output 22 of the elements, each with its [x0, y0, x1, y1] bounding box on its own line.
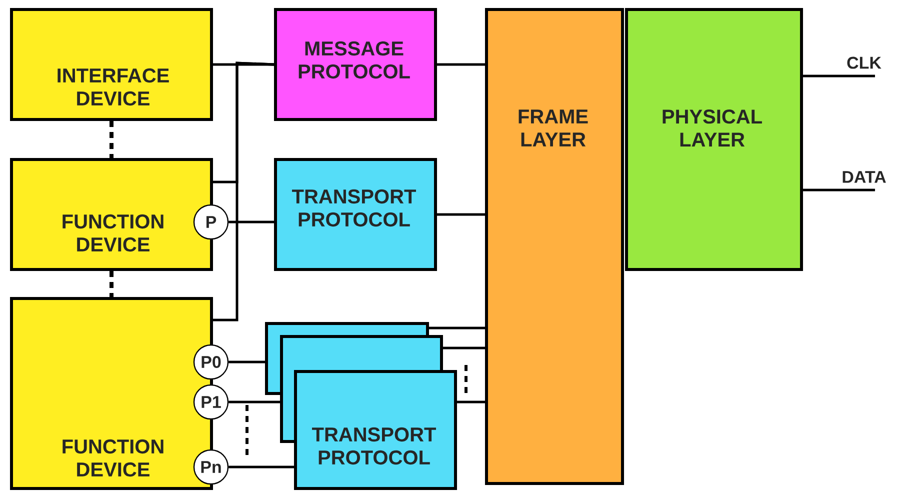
- layer-box: FRAME LAYER: [485, 8, 624, 485]
- protocol-box: MESSAGE PROTOCOL: [274, 8, 437, 121]
- connector-line: [110, 121, 114, 158]
- signal-label: CLK: [847, 56, 882, 69]
- connector-line: [803, 74, 876, 78]
- connector-line: [803, 188, 876, 192]
- connector-line: [437, 63, 485, 66]
- connector-line: [429, 326, 485, 330]
- connector-line: [228, 466, 294, 468]
- device-box: INTERFACE DEVICE: [10, 8, 213, 121]
- signal-label: DATA: [842, 171, 886, 183]
- connector-line: [213, 62, 274, 322]
- connector-line: [228, 400, 280, 404]
- connector-line: [110, 271, 114, 297]
- connector-line: [457, 400, 485, 404]
- protocol-box: TRANSPORT PROTOCOL: [274, 158, 437, 271]
- layer-box: PHYSICAL LAYER: [625, 8, 804, 271]
- connector-line: [443, 346, 485, 350]
- connector-line: [437, 213, 485, 216]
- connector-line: [228, 220, 274, 224]
- connector-line: [228, 360, 265, 364]
- protocol-box: TRANSPORT PROTOCOL: [294, 370, 457, 490]
